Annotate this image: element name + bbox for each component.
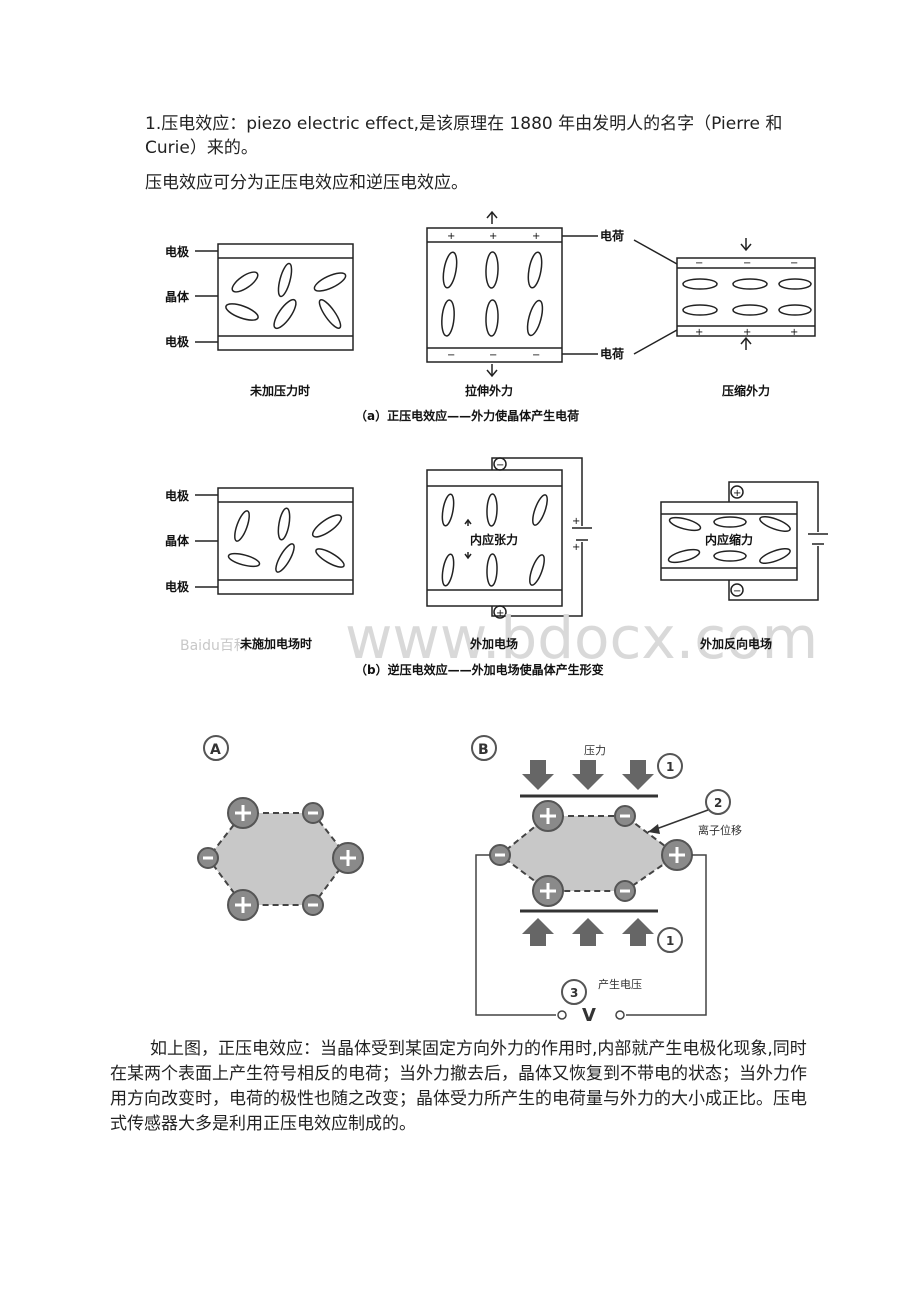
svg-text:−: − <box>743 258 751 269</box>
svg-text:+: + <box>496 608 504 619</box>
svg-text:−: − <box>695 258 703 269</box>
baidu-logo: Baidu百科 <box>180 638 248 654</box>
svg-text:3: 3 <box>570 986 578 1000</box>
panel-rest <box>195 243 354 351</box>
panel1-caption: 未加压力时 <box>249 383 310 398</box>
label-electrode-bottom: 电极 <box>165 334 190 349</box>
summary-paragraph: 如上图，正压电效应：当晶体受到某固定方向外力的作用时,内部就产生电极化现象,同时… <box>110 1039 807 1134</box>
svg-text:+: + <box>572 516 580 527</box>
converse-piezo-figure: 电极 晶体 电极 − + + + 内应张力 <box>165 457 828 677</box>
svg-text:−: − <box>733 586 741 597</box>
panel2-caption: 拉伸外力 <box>465 383 513 398</box>
panel2-caption-b: 外加电场 <box>470 636 518 651</box>
pressure-label: 压力 <box>584 744 606 757</box>
svg-text:+: + <box>695 327 703 338</box>
svg-text:1: 1 <box>666 760 674 774</box>
panel3-caption-b: 外加反向电场 <box>700 636 772 651</box>
direct-piezo-figure: 电极 晶体 电极 未加压力时 + + + − − − 电荷 电荷 拉伸外力 <box>165 210 816 423</box>
intro-paragraph: 1.压电效应：piezo electric effect,是该原理在 1880 … <box>145 114 783 158</box>
volt-symbol: V <box>582 1005 596 1026</box>
svg-text:−: − <box>790 258 798 269</box>
label-b: B <box>478 742 489 758</box>
ion-figure: A B 压力 1 2 离子位移 <box>197 735 742 1026</box>
svg-text:1: 1 <box>666 934 674 948</box>
intro-subtitle: 压电效应可分为正压电效应和逆压电效应。 <box>145 173 468 193</box>
label-charge-top: 电荷 <box>600 228 624 243</box>
svg-text:2: 2 <box>714 796 722 810</box>
svg-text:+: + <box>743 327 751 338</box>
pressure-arrows-bottom <box>522 918 654 946</box>
panel-compression <box>633 238 816 355</box>
panel1-caption-b: 未施加电场时 <box>239 636 312 651</box>
label-charge-bottom: 电荷 <box>600 346 624 361</box>
figure-a-caption: （a）正压电效应——外力使晶体产生电荷 <box>355 408 579 423</box>
panel3-caption: 压缩外力 <box>722 383 770 398</box>
panel2-inner: 内应张力 <box>470 532 518 547</box>
svg-text:−: − <box>496 460 504 471</box>
label-electrode-top: 电极 <box>165 244 190 259</box>
watermark: www.bdocx.com <box>345 604 818 672</box>
svg-text:−: − <box>532 350 540 361</box>
svg-text:+: + <box>572 542 580 553</box>
svg-text:+: + <box>447 231 455 242</box>
label-electrode-bottom-b: 电极 <box>165 579 190 594</box>
panel-tension <box>426 210 598 378</box>
label-crystal: 晶体 <box>165 289 190 304</box>
label-a: A <box>210 742 221 758</box>
svg-text:+: + <box>532 231 540 242</box>
label-crystal-b: 晶体 <box>165 533 190 548</box>
voltage-label: 产生电压 <box>598 977 642 991</box>
svg-text:−: − <box>447 350 455 361</box>
svg-text:+: + <box>733 488 741 499</box>
svg-text:−: − <box>489 350 497 361</box>
pressure-arrows-top <box>522 760 654 790</box>
ion-shift-label: 离子位移 <box>698 823 742 837</box>
svg-text:+: + <box>790 327 798 338</box>
svg-text:+: + <box>489 231 497 242</box>
figure-b-caption: （b）逆压电效应——外加电场使晶体产生形变 <box>355 662 604 677</box>
panel3-inner: 内应缩力 <box>705 532 753 547</box>
label-electrode-top-b: 电极 <box>165 488 190 503</box>
